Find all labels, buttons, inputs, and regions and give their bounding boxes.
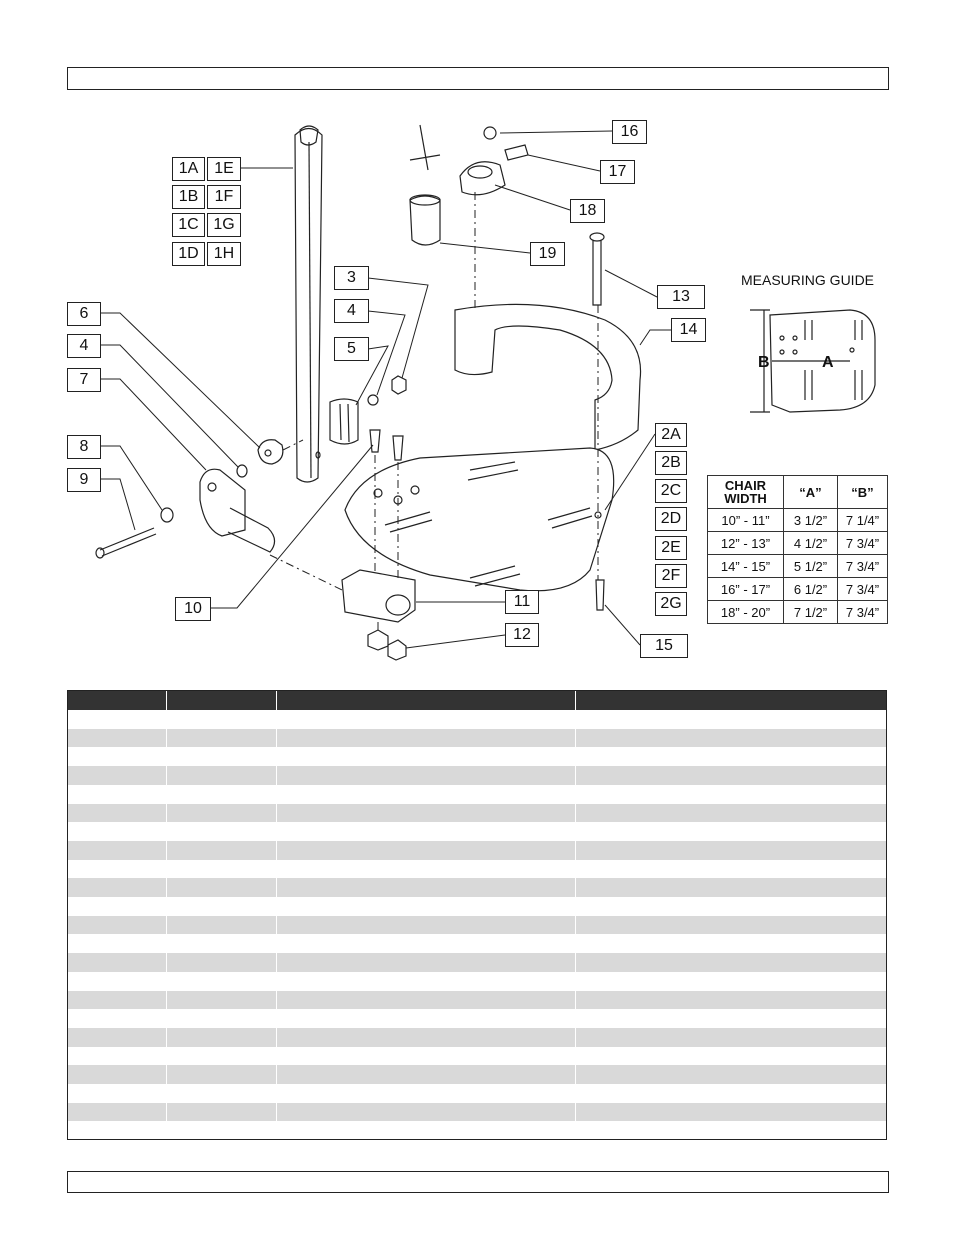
measuring-guide-label-a: A [822, 354, 834, 371]
callout-1e: 1E [207, 157, 241, 181]
cell-width: 14” - 15” [707, 554, 784, 578]
table-row [68, 822, 886, 841]
table-row [68, 747, 886, 766]
callout-8: 8 [67, 435, 101, 459]
cell-b: 7 3/4” [837, 531, 888, 555]
cell-a: 3 1/2” [783, 508, 838, 532]
callout-19: 19 [530, 242, 565, 266]
callout-18: 18 [570, 199, 605, 223]
table-row [68, 953, 886, 972]
page-header-bar [67, 67, 889, 90]
cell-a: 6 1/2” [783, 577, 838, 601]
cell-b: 7 3/4” [837, 554, 888, 578]
callout-9: 9 [67, 468, 101, 492]
table-row [68, 897, 886, 916]
callout-7: 7 [67, 368, 101, 392]
cell-b: 7 3/4” [837, 577, 888, 601]
table-row: 14” - 15” 5 1/2” 7 3/4” [707, 554, 888, 578]
callout-13: 13 [657, 285, 705, 309]
exploded-parts-diagram: B A [95, 124, 876, 661]
callout-14: 14 [671, 318, 706, 342]
callout-10: 10 [175, 597, 211, 621]
column-divider [166, 691, 167, 1139]
table-row [68, 972, 886, 991]
callout-1b: 1B [172, 185, 205, 209]
callout-1f: 1F [207, 185, 241, 209]
column-divider [575, 691, 576, 1139]
callout-2g: 2G [655, 592, 687, 616]
callout-4-lower: 4 [67, 334, 101, 358]
callout-2f: 2F [655, 564, 687, 588]
table-row [68, 990, 886, 1010]
callout-12: 12 [505, 623, 539, 647]
table-row [68, 1065, 886, 1084]
callout-2b: 2B [655, 451, 687, 475]
cell-b: 7 1/4” [837, 508, 888, 532]
table-row [68, 934, 886, 953]
callout-2c: 2C [655, 479, 687, 503]
measuring-guide-label-b: B [758, 354, 770, 371]
parts-table-header [68, 691, 886, 710]
table-row [68, 785, 886, 804]
table-row [68, 766, 886, 785]
chair-width-table: CHAIR WIDTH “A” “B” 10” - 11” 3 1/2” 7 1… [707, 475, 888, 624]
callout-1g: 1G [207, 213, 241, 237]
table-row [68, 915, 886, 935]
table-row: 10” - 11” 3 1/2” 7 1/4” [707, 508, 888, 532]
callout-5: 5 [334, 337, 369, 361]
cell-width: 12” - 13” [707, 531, 784, 555]
callout-1d: 1D [172, 242, 205, 266]
table-row [68, 1102, 886, 1122]
callout-17: 17 [600, 160, 635, 184]
header-chair-width: CHAIR WIDTH [707, 475, 784, 509]
callout-2d: 2D [655, 507, 687, 531]
cell-width: 18” - 20” [707, 600, 784, 624]
page-footer-bar [67, 1171, 889, 1193]
callout-6: 6 [67, 302, 101, 326]
callout-1a: 1A [172, 157, 205, 181]
table-row: 18” - 20” 7 1/2” 7 3/4” [707, 600, 888, 624]
callout-16: 16 [612, 120, 647, 144]
callout-1h: 1H [207, 242, 241, 266]
table-row [68, 1084, 886, 1103]
table-row [68, 878, 886, 897]
callout-2a: 2A [655, 423, 687, 447]
cell-b: 7 3/4” [837, 600, 888, 624]
column-divider [276, 691, 277, 1139]
callout-11: 11 [505, 590, 539, 614]
parts-list-table [67, 690, 887, 1140]
table-row [68, 840, 886, 860]
table-row [68, 860, 886, 879]
table-row: 12” - 13” 4 1/2” 7 3/4” [707, 531, 888, 555]
table-row [68, 728, 886, 748]
callout-4-upper: 4 [334, 299, 369, 323]
header-a: “A” [783, 475, 838, 509]
table-row [68, 1027, 886, 1047]
header-b: “B” [837, 475, 888, 509]
cell-width: 10” - 11” [707, 508, 784, 532]
cell-a: 4 1/2” [783, 531, 838, 555]
table-row [68, 1047, 886, 1066]
table-row [68, 1009, 886, 1028]
cell-a: 5 1/2” [783, 554, 838, 578]
table-row: 16” - 17” 6 1/2” 7 3/4” [707, 577, 888, 601]
cell-width: 16” - 17” [707, 577, 784, 601]
cell-a: 7 1/2” [783, 600, 838, 624]
table-row [68, 803, 886, 823]
callout-2e: 2E [655, 536, 687, 560]
table-row [68, 710, 886, 729]
callout-3: 3 [334, 266, 369, 290]
measuring-guide-title: MEASURING GUIDE [741, 272, 875, 288]
callout-15: 15 [640, 634, 688, 658]
callout-1c: 1C [172, 213, 205, 237]
